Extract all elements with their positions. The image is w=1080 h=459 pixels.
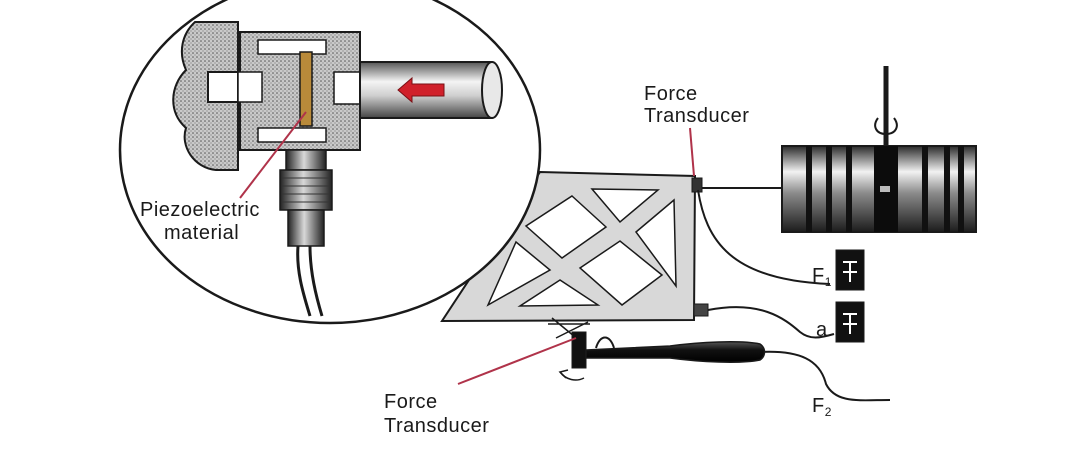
top-force-transducer: Force Transducer [644,83,782,193]
force-transducer-top-line1: Force [644,83,698,105]
test-plate [440,170,697,323]
piezo-leader [239,111,307,199]
signal-cables [697,189,891,402]
zoom-detail: Piezoelectric material [118,0,542,325]
impact-hammer-icon: Force Transducer [384,317,766,437]
f1-label: F1 [812,265,832,289]
arrow-icon [397,76,445,104]
shaker-icon [781,66,977,233]
force-transducer-top-line2: Transducer [644,105,749,127]
piezo-element [299,51,313,127]
meter-display-icon [835,249,865,343]
piezo-label-line1: Piezoelectric [140,199,260,221]
connector-icon [279,149,333,317]
accelerometer [693,303,709,317]
a-label: a [816,319,828,341]
piezo-label-line2: material [164,222,239,244]
force-transducer-bottom-line1: Force [384,391,438,413]
structure-wall [172,21,239,171]
f2-label: F2 [812,395,832,419]
force-transducer-bottom-line2: Transducer [384,415,489,437]
